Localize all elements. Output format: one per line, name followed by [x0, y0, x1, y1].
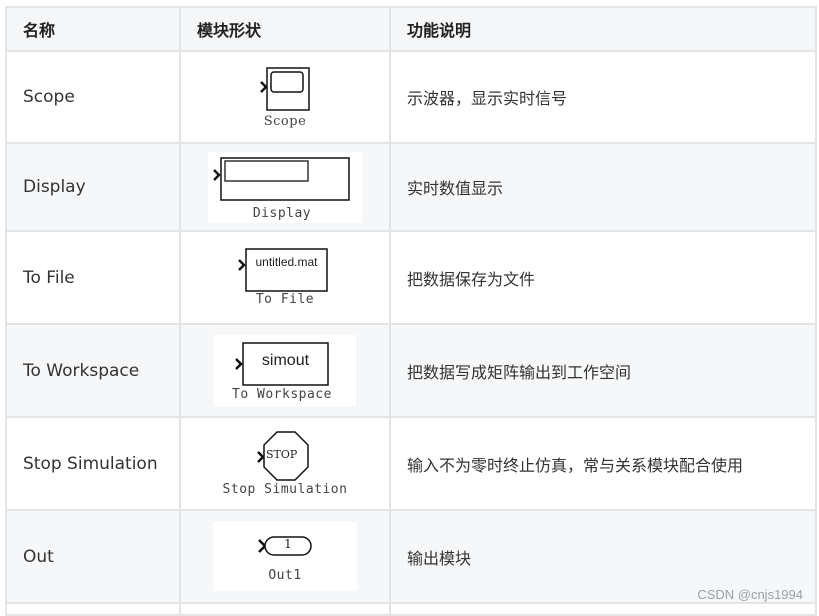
header-name: 名称 [5, 6, 181, 52]
row-name: Display [5, 142, 181, 232]
to-workspace-block-icon: simout To Workspace [214, 335, 356, 406]
table-row-partial [5, 602, 817, 616]
row-description: 输入不为零时终止仿真，常与关系模块配合使用 [389, 416, 817, 511]
row-block-shape: untitled.mat To File [179, 230, 391, 325]
row-description: 把数据写成矩阵输出到工作空间 [389, 323, 817, 418]
header-block-shape: 模块形状 [179, 6, 391, 52]
table-row: Stop Simulation STOP Stop Simulation 输入不… [5, 416, 817, 511]
outport-block-icon: 1 Out1 [213, 522, 357, 591]
table-header-row: 名称 模块形状 功能说明 [5, 6, 817, 52]
row-name: Stop Simulation [5, 416, 181, 511]
table-row: To File untitled.mat To File 把数据保存为文件 [5, 230, 817, 325]
display-block-icon: Display [208, 151, 362, 223]
to-file-block-icon: untitled.mat To File [237, 248, 333, 307]
table-row: Out 1 Out1 输出模块 [5, 509, 817, 604]
header-description: 功能说明 [389, 6, 817, 52]
row-name: To Workspace [5, 323, 181, 418]
table-row: Display Display 实时数值显示 [5, 142, 817, 232]
row-block-shape: simout To Workspace [179, 323, 391, 418]
row-block-shape: STOP Stop Simulation [179, 416, 391, 511]
stop-simulation-block-icon: STOP Stop Simulation [222, 430, 348, 497]
row-description: 示波器，显示实时信号 [389, 50, 817, 144]
row-description: 输出模块 [389, 509, 817, 604]
row-description: 把数据保存为文件 [389, 230, 817, 325]
simulink-sink-blocks-table: 名称 模块形状 功能说明 Scope Scope 示波器，显示实时信号 Disp… [5, 6, 817, 616]
row-block-shape: Display [179, 142, 391, 232]
table-row: Scope Scope 示波器，显示实时信号 [5, 50, 817, 144]
scope-block-icon: Scope [255, 65, 315, 129]
row-name: Out [5, 509, 181, 604]
table-row: To Workspace simout To Workspace 把数据写成矩阵… [5, 323, 817, 418]
row-name: Scope [5, 50, 181, 144]
row-block-shape: 1 Out1 [179, 509, 391, 604]
watermark: CSDN @cnjs1994 [697, 587, 803, 602]
row-name: To File [5, 230, 181, 325]
row-description: 实时数值显示 [389, 142, 817, 232]
row-block-shape: Scope [179, 50, 391, 144]
